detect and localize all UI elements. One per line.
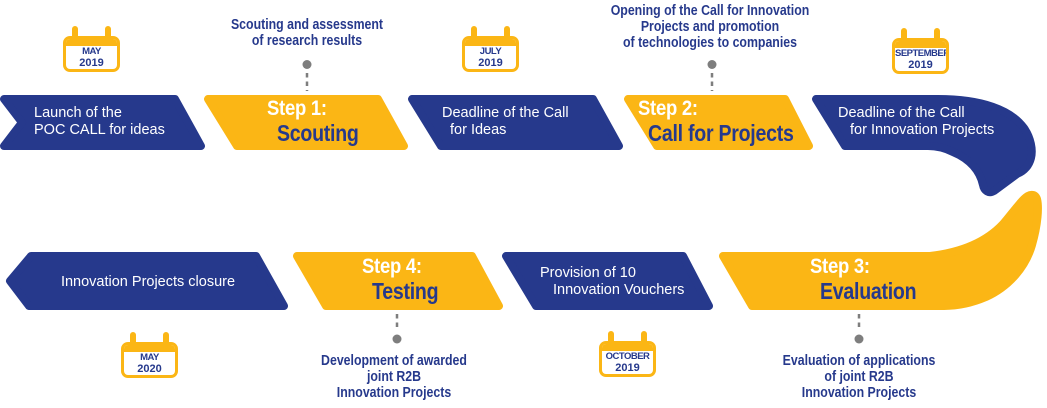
closure-arrow-shape (6, 252, 288, 310)
step2-label: Step 2: (638, 97, 698, 120)
step1-label: Step 1: (267, 97, 327, 120)
step2-connector-dot (707, 60, 717, 69)
calendar-month: JULY (479, 46, 502, 57)
calendar-month: SEPTEMBER (895, 48, 949, 59)
calendar-year: 2019 (478, 56, 503, 69)
annotation-line: Opening of the Call for Innovation (610, 3, 810, 19)
calendar-peg (72, 26, 78, 42)
step4-label: Step 4: (362, 255, 422, 278)
calendar-year: 2020 (137, 362, 162, 375)
step4-text: Step 4: Testing (362, 255, 450, 305)
deadline-ideas-text: Deadline of the Call for Ideas (442, 105, 569, 139)
connectors (302, 60, 864, 344)
annotation-line: of research results (251, 33, 363, 49)
calendar-peg (934, 28, 940, 44)
closure-line1: Innovation Projects closure (60, 274, 236, 290)
annotation-line: Scouting and assessment (230, 17, 384, 33)
calendar-year: 2019 (79, 56, 104, 69)
calendar-header (66, 39, 117, 46)
calendar-month: MAY (82, 46, 101, 57)
calendar-month: OCTOBER (605, 351, 650, 362)
annotation-line: Innovation Projects (336, 385, 452, 401)
calendar-year: 2019 (908, 58, 933, 71)
calendar-month: MAY (140, 352, 159, 363)
step3-label: Step 3: (810, 255, 870, 278)
annotation-line: Innovation Projects (801, 385, 917, 401)
calendar-header (895, 41, 946, 48)
calendar-peg (163, 332, 169, 348)
step1-arrow-shape (204, 95, 408, 150)
deadline-projects-line1: Deadline of the Call (838, 105, 965, 121)
provision-arrow-shape (502, 252, 713, 310)
step1-name: Scouting (277, 120, 359, 146)
step1-connector-dot (302, 60, 312, 69)
deadline-projects-text: Deadline of the Call for Innovation Proj… (838, 105, 994, 139)
step4-connector-dot (392, 334, 402, 344)
step2-arrow-shape (624, 95, 813, 150)
annotation-line: of joint R2B (824, 369, 894, 385)
deadline-ideas-arrow-shape (408, 95, 623, 150)
step2-annotation: Opening of the Call for Innovation Proje… (600, 3, 821, 51)
calendar-peg (105, 26, 111, 42)
annotation-line: joint R2B (366, 369, 422, 385)
calendar-header (124, 345, 175, 352)
calendar-peg (471, 26, 477, 42)
launch-line2: POC CALL for ideas (34, 122, 165, 138)
calendar-peg (130, 332, 136, 348)
launch-line1: Launch of the (34, 105, 122, 121)
provision-line2: Innovation Vouchers (553, 282, 685, 298)
deadline-ideas-line1: Deadline of the Call (442, 105, 569, 121)
closure-text: Innovation Projects closure (38, 274, 258, 291)
step4-annotation: Development of awarded joint R2B Innovat… (309, 353, 479, 401)
annotation-line: Evaluation of applications (782, 353, 936, 369)
step3-name: Evaluation (820, 278, 917, 304)
step4-arrow-shape (293, 252, 503, 310)
calendar-icon-october-2019: OCTOBER 2019 (599, 331, 656, 377)
launch-arrow-text: Launch of the POC CALL for ideas (34, 105, 165, 139)
calendar-icon-september-2019: SEPTEMBER 2019 (892, 28, 949, 74)
provision-line1: Provision of 10 (540, 265, 636, 281)
deadline-projects-hook-shape (812, 95, 1036, 197)
step2-name: Call for Projects (648, 120, 794, 146)
step3-annotation: Evaluation of applications of joint R2B … (774, 353, 944, 401)
calendar-header (465, 39, 516, 46)
step2-text: Step 2: Call for Projects (638, 97, 819, 147)
step3-swoosh-shape (719, 190, 1042, 310)
calendar-year: 2019 (615, 361, 640, 374)
calendar-peg (901, 28, 907, 44)
deadline-projects-line2: for Innovation Projects (850, 122, 995, 138)
annotation-line: Projects and promotion (640, 19, 780, 35)
annotation-line: Development of awarded (321, 353, 467, 369)
calendar-peg (504, 26, 510, 42)
calendar-peg (608, 331, 614, 347)
step3-connector-dot (854, 334, 864, 344)
calendar-icon-may-2019: MAY 2019 (63, 26, 120, 72)
provision-text: Provision of 10 Innovation Vouchers (540, 265, 684, 299)
step1-text: Step 1: Scouting (267, 97, 373, 147)
step4-name: Testing (372, 278, 439, 304)
calendar-peg (641, 331, 647, 347)
calendar-icon-july-2019: JULY 2019 (462, 26, 519, 72)
launch-arrow-shape (0, 95, 205, 150)
calendar-icon-may-2020: MAY 2020 (121, 332, 178, 378)
deadline-ideas-line2: for Ideas (450, 122, 507, 138)
step3-text: Step 3: Evaluation (810, 255, 933, 305)
step1-annotation: Scouting and assessment of research resu… (205, 17, 409, 49)
annotation-line: of technologies to companies (623, 35, 797, 51)
calendar-header (602, 344, 653, 351)
